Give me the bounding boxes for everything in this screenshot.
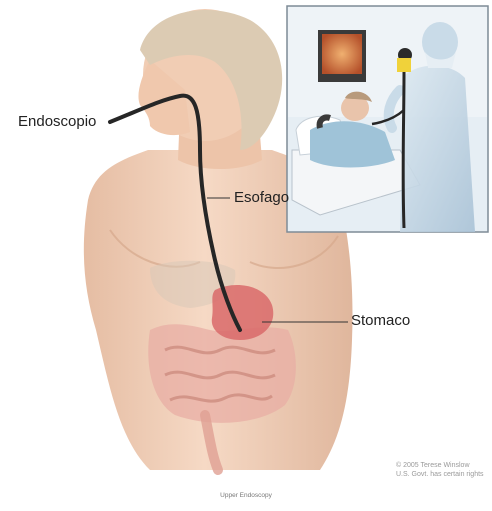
credit-line-1: © 2005 Terese Winslow (396, 461, 484, 470)
copyright-credit: © 2005 Terese Winslow U.S. Govt. has cer… (396, 461, 484, 479)
esophagus-label: Esofago (234, 189, 289, 206)
credit-line-2: U.S. Govt. has certain rights (396, 470, 484, 479)
endoscope-label: Endoscopio (18, 113, 96, 130)
inset-procedure-scene (287, 6, 488, 232)
stomach-label: Stomaco (351, 312, 410, 329)
monitor (318, 30, 366, 82)
figure-caption: Upper Endoscopy (0, 492, 492, 499)
